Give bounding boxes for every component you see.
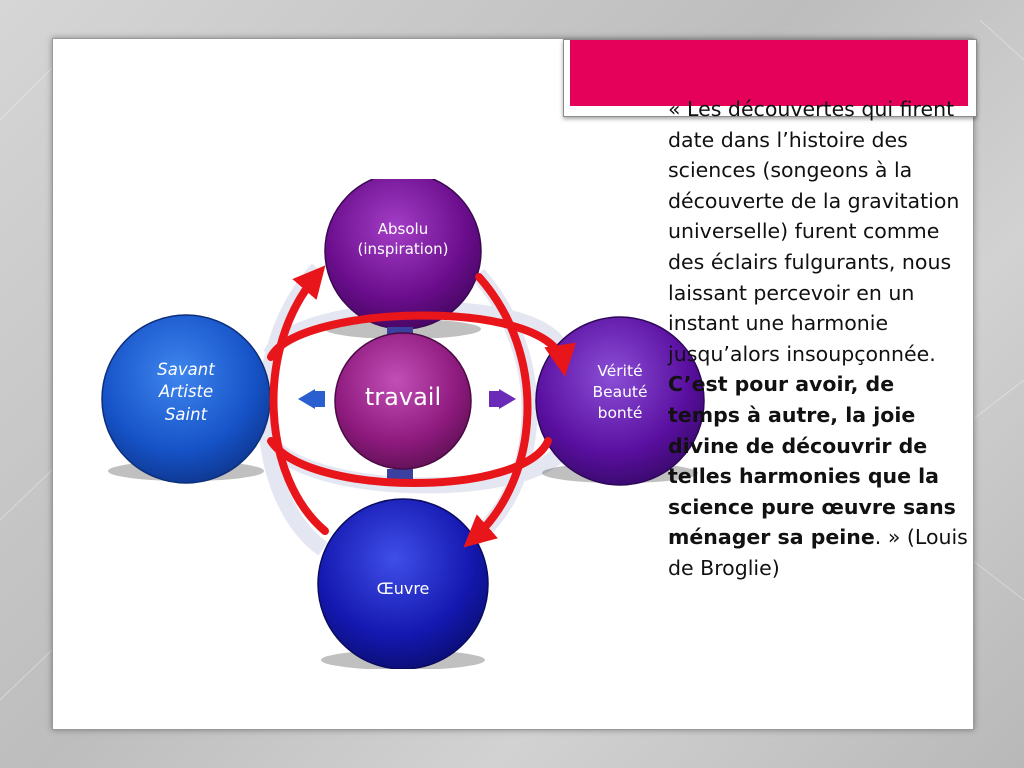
circle-verite	[535, 316, 705, 486]
red-arrows	[267, 265, 576, 548]
connector-right-arrow	[499, 389, 516, 409]
circle-travail	[334, 332, 472, 470]
label-absolu: Absolu (inspiration)	[357, 220, 449, 259]
connector-left-arrow	[298, 389, 315, 409]
label-travail: travail	[364, 383, 442, 411]
quote-text: « Les découvertes qui firent date dans l…	[668, 94, 968, 584]
label-savant: Savant Artiste Saint	[157, 360, 215, 424]
quote-bold: C’est pour avoir, de temps à autre, la j…	[668, 372, 956, 550]
connector-bottom	[387, 469, 413, 481]
title-bar	[570, 40, 968, 106]
quote-intro: « Les découvertes qui firent date dans l…	[668, 97, 960, 366]
label-verite: Vérité Beauté bonté	[592, 362, 648, 422]
cycle-diagram: Absolu (inspiration) Savant Artiste Sain…	[93, 172, 713, 670]
slide: Absolu (inspiration) Savant Artiste Sain…	[52, 38, 977, 730]
quote-outro: . » (Louis de Broglie)	[668, 525, 968, 580]
diagram-graphic	[101, 172, 705, 670]
title-frame	[563, 39, 977, 117]
label-oeuvre: Œuvre	[376, 579, 430, 598]
